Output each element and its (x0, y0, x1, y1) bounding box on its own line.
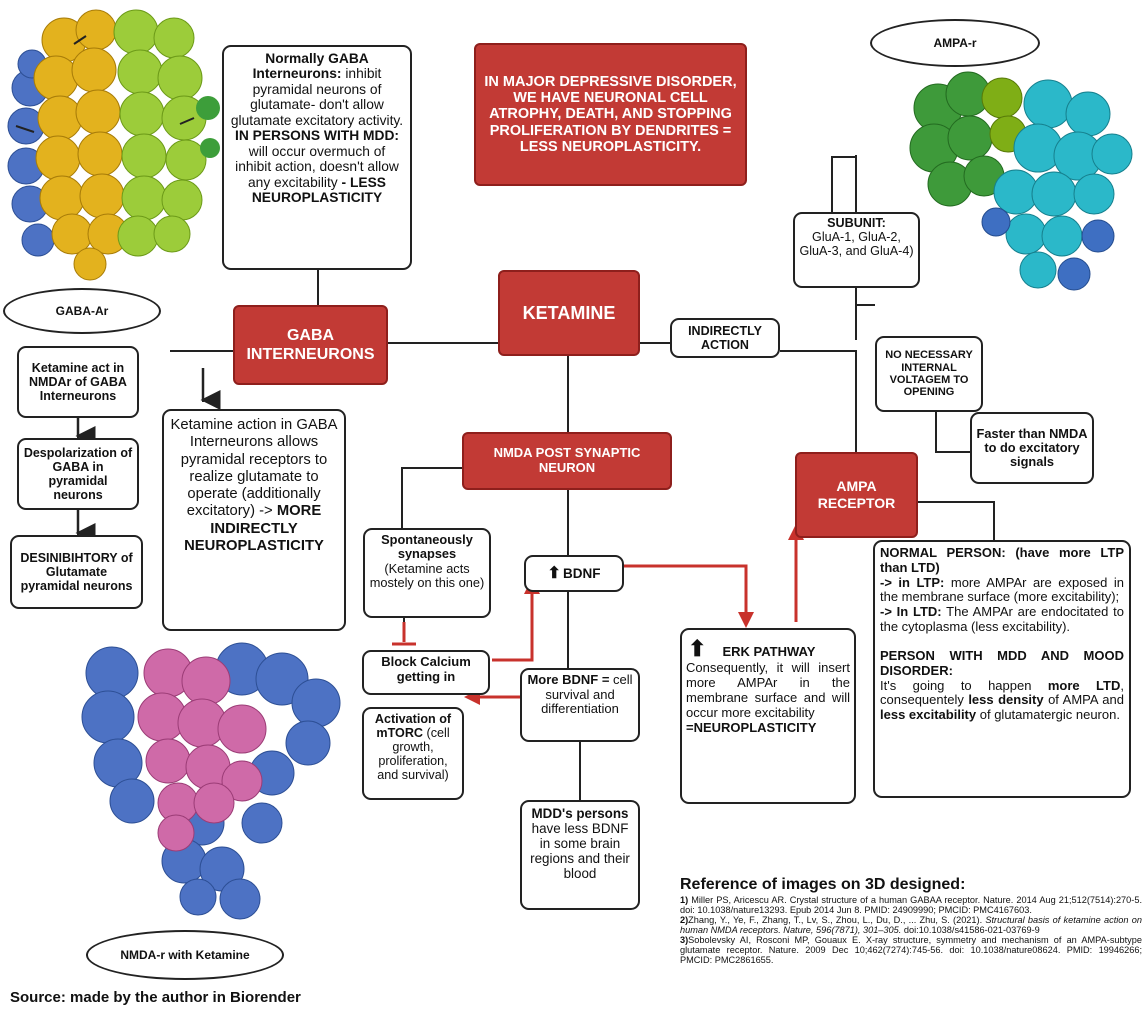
mdd-bdnf-box: MDD's persons have less BDNF in some bra… (520, 800, 640, 910)
mdd-summary-box: IN MAJOR DEPRESSIVE DISORDER, WE HAVE NE… (474, 43, 747, 186)
block-calcium-box: Block Calcium getting in (362, 650, 490, 695)
indirectly-action-box: INDIRECTLY ACTION (670, 318, 780, 358)
more-bdnf-box: More BDNF = cell survival and differenti… (520, 668, 640, 742)
depolarization-box: Despolarization of GABA in pyramidal neu… (17, 438, 139, 510)
gaba-receptor-3d-image (7, 9, 220, 281)
nmda-receptor-3d-image (81, 642, 341, 920)
reference-2: 2)Zhang, Y., Ye, F., Zhang, T., Lv, S., … (680, 914, 1142, 935)
subunit-box: SUBUNIT:GluA-1, GluA-2, GluA-3, and GluA… (793, 212, 920, 288)
reference-1: 1) Miller PS, Aricescu AR. Crystal struc… (680, 894, 1142, 915)
reference-3: 3)Sobolevsky AI, Rosconi MP, Gouaux E. X… (680, 935, 1142, 966)
references-title: Reference of images on 3D designed: (680, 876, 966, 893)
ltp-ltd-box: NORMAL PERSON: (have more LTP than LTD) … (873, 540, 1131, 798)
gaba-ar-label: GABA-Ar (3, 288, 161, 334)
up-arrow-icon: ⬆ (688, 636, 707, 661)
nmda-postsynaptic-node: NMDA POST SYNAPTIC NEURON (462, 432, 672, 490)
spontaneous-synapses-box: Spontaneously synapses (Ketamine acts mo… (363, 528, 491, 618)
gaba-interneurons-node: GABA INTERNEURONS (233, 305, 388, 385)
ketamine-node: KETAMINE (498, 270, 640, 356)
bdnf-box: ⬆BDNF (524, 555, 624, 592)
ampa-r-label: AMPA-r (870, 19, 1040, 67)
ampa-receptor-3d-image (909, 71, 1133, 291)
mtorc-box: Activation of mTORC (cell growth, prolif… (362, 707, 464, 800)
source-note: Source: made by the author in Biorender (10, 989, 301, 1006)
nmda-r-label: NMDA-r with Ketamine (86, 930, 284, 980)
erk-pathway-box: ⬆ERK PATHWAY Consequently, it will inser… (680, 628, 856, 804)
references-section: Reference of images on 3D designed: 1) M… (680, 876, 1142, 965)
no-voltage-box: NO NECESSARY INTERNAL VOLTAGEM TO OPENIN… (875, 336, 983, 412)
ketamine-action-box: Ketamine action in GABA Interneurons all… (162, 409, 346, 631)
gaba-normal-box: Normally GABA Interneurons: inhibit pyra… (222, 45, 412, 270)
disinhibitory-box: DESINIBIHTORY of Glutamate pyramidal neu… (10, 535, 143, 609)
ampa-receptor-node: AMPA RECEPTOR (795, 452, 918, 538)
ketamine-nmdar-gaba-box: Ketamine act in NMDAr of GABA Interneuro… (17, 346, 139, 418)
faster-than-nmda-box: Faster than NMDA to do excitatory signal… (970, 412, 1094, 484)
up-arrow-icon: ⬆ (547, 564, 561, 582)
